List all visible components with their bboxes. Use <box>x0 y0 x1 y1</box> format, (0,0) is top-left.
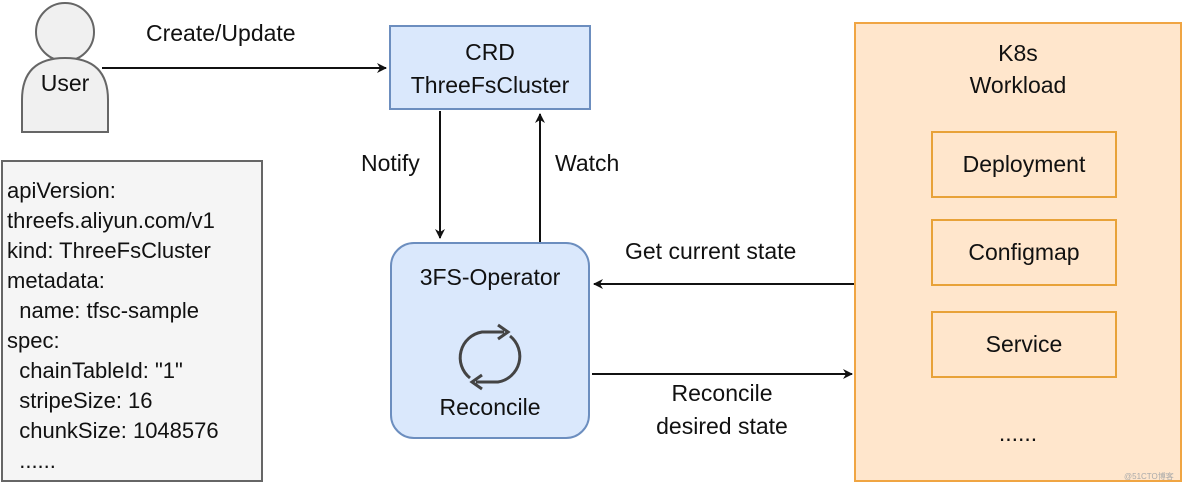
yaml-line: chainTableId: "1" <box>7 358 183 383</box>
edge-label-reconcile-2: desired state <box>656 413 788 439</box>
yaml-line: chunkSize: 1048576 <box>7 418 219 443</box>
yaml-line: threefs.aliyun.com/v1 <box>7 208 215 233</box>
reconcile-label: Reconcile <box>439 394 541 420</box>
yaml-line: spec: <box>7 328 60 353</box>
k8s-item-deployment: Deployment <box>931 131 1117 198</box>
k8s-subtitle: Workload <box>969 72 1067 98</box>
yaml-sample-box: apiVersion: threefs.aliyun.com/v1 kind: … <box>1 160 263 482</box>
k8s-title: K8s <box>998 40 1038 66</box>
yaml-line: kind: ThreeFsCluster <box>7 238 211 263</box>
crd-kind: ThreeFsCluster <box>410 72 570 98</box>
operator-title: 3FS-Operator <box>419 264 561 290</box>
yaml-line: stripeSize: 16 <box>7 388 153 413</box>
yaml-line: apiVersion: <box>7 178 116 203</box>
operator-box: 3FS-Operator Reconcile <box>390 242 590 439</box>
edge-label-get-state: Get current state <box>625 238 797 264</box>
k8s-more: ...... <box>998 420 1038 446</box>
user-label: User <box>40 70 90 96</box>
k8s-item-label: Service <box>985 331 1063 357</box>
crd-box: CRD ThreeFsCluster <box>389 25 591 110</box>
k8s-item-label: Deployment <box>962 151 1086 177</box>
k8s-item-service: Service <box>931 311 1117 378</box>
yaml-line: metadata: <box>7 268 105 293</box>
edge-label-watch: Watch <box>555 150 620 176</box>
k8s-item-label: Configmap <box>968 239 1080 265</box>
user-actor-icon <box>21 2 109 133</box>
yaml-line: name: tfsc-sample <box>7 298 199 323</box>
edge-label-create-update: Create/Update <box>146 20 296 46</box>
reconcile-loop-icon <box>458 323 522 391</box>
watermark: @51CTO博客 <box>1124 472 1174 481</box>
yaml-line: ...... <box>7 448 56 473</box>
crd-title: CRD <box>465 39 515 65</box>
edge-label-notify: Notify <box>361 150 420 176</box>
k8s-item-configmap: Configmap <box>931 219 1117 286</box>
edge-label-reconcile-1: Reconcile <box>671 380 773 406</box>
